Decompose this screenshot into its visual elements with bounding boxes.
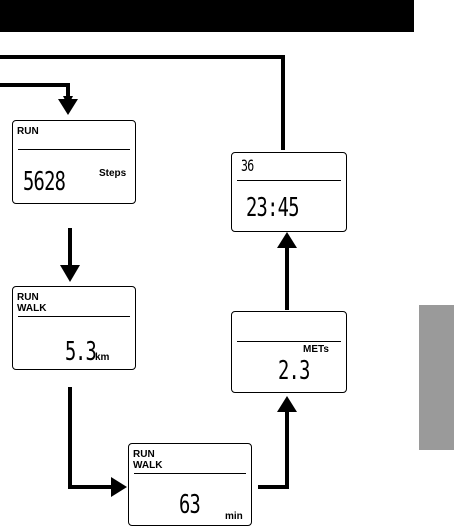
distance-value-decimal: .3 bbox=[75, 337, 97, 367]
side-tab bbox=[419, 305, 454, 450]
mets-value: 2.3 bbox=[278, 356, 310, 386]
lcd-distance-screen: RUN WALK 5 .3 km bbox=[12, 286, 136, 370]
clock-value: 23:45 bbox=[246, 193, 299, 223]
loop-line bbox=[0, 55, 285, 150]
arrow-time-to-mets bbox=[258, 410, 289, 489]
divider bbox=[18, 316, 130, 317]
arrow-into-steps-head bbox=[58, 99, 78, 115]
arrow-mets-to-clock-head bbox=[277, 232, 297, 248]
lcd-time-screen: RUN WALK 63 min bbox=[128, 443, 252, 526]
mode-label-line2: WALK bbox=[133, 460, 163, 471]
distance-unit: km bbox=[95, 352, 110, 363]
time-value: 63 bbox=[179, 490, 201, 520]
arrow-into-steps bbox=[0, 83, 73, 106]
steps-unit: Steps bbox=[99, 168, 127, 179]
lcd-mets-screen: METs 2.3 bbox=[231, 311, 347, 393]
lcd-steps-screen: RUN 5628 Steps bbox=[12, 120, 136, 204]
mode-label-line1: RUN bbox=[17, 292, 39, 303]
mode-label-line2: WALK bbox=[17, 303, 47, 314]
divider bbox=[237, 341, 341, 342]
distance-value-main: 5 bbox=[65, 337, 76, 367]
mode-label: RUN bbox=[17, 126, 39, 137]
arrow-distance-to-time bbox=[68, 387, 114, 489]
time-unit: min bbox=[225, 511, 243, 522]
arrow-steps-to-distance-head bbox=[60, 265, 80, 282]
divider bbox=[134, 473, 246, 474]
steps-value: 5628 bbox=[23, 167, 66, 197]
clock-top-value: 36 bbox=[241, 156, 254, 175]
arrow-distance-to-time-head bbox=[111, 477, 127, 497]
arrow-time-to-mets-head bbox=[277, 396, 297, 412]
lcd-clock-screen: 36 23:45 bbox=[231, 152, 347, 232]
divider bbox=[237, 180, 341, 181]
mode-label-line1: RUN bbox=[133, 449, 155, 460]
divider bbox=[18, 149, 130, 150]
header-bar bbox=[0, 0, 414, 32]
mets-unit: METs bbox=[303, 344, 329, 355]
